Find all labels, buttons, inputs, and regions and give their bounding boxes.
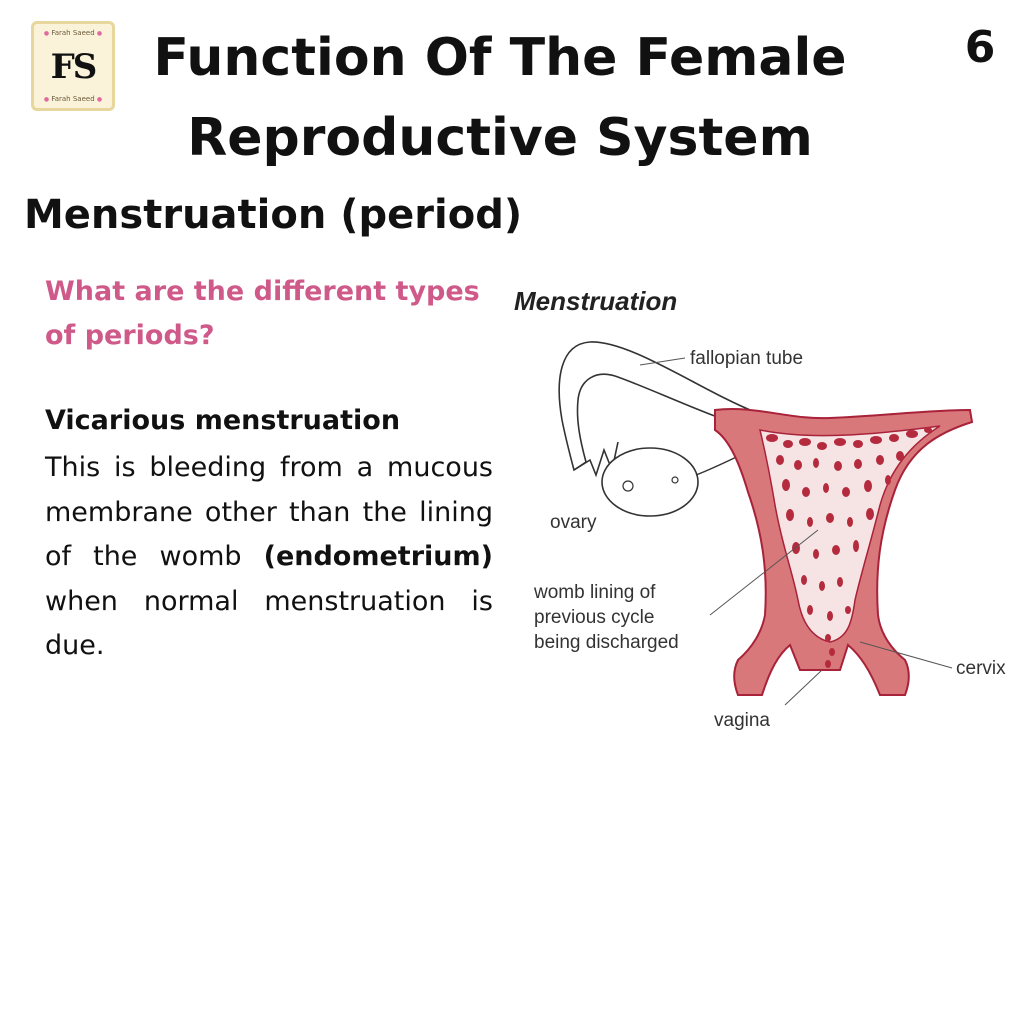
body-text-before: This is bleeding from a mucous membrane … — [45, 452, 493, 572]
uterine-cavity — [758, 425, 941, 643]
label-womb-lining-3: being discharged — [534, 632, 679, 653]
logo-monogram: FS — [50, 47, 98, 87]
cervix-leader — [859, 641, 953, 669]
ovary-follicle-small — [671, 476, 679, 484]
page-title-line2: Reproductive System — [187, 108, 813, 168]
subheading: Vicarious menstruation — [45, 405, 401, 436]
label-fallopian-tube: fallopian tube — [690, 348, 803, 369]
vagina-leader — [784, 669, 823, 706]
question-line1: What are the different types — [45, 276, 480, 307]
question-line2: of periods? — [45, 320, 215, 351]
ovary-shape — [601, 447, 699, 517]
page-title-line1: Function Of The Female — [153, 28, 847, 88]
body-text-after: when normal menstruation is due. — [45, 585, 493, 662]
logo-brand-bottom: ● Farah Saeed ● — [43, 95, 103, 103]
fallopian-tube-leader — [639, 357, 686, 366]
shedding-lining — [766, 427, 932, 668]
section-heading: Menstruation (period) — [24, 192, 523, 238]
body-bold-term: (endometrium) — [263, 541, 493, 572]
brand-logo: ● Farah Saeed ● FS ● Farah Saeed ● — [31, 21, 115, 111]
logo-brand-top: ● Farah Saeed ● — [43, 29, 103, 37]
label-womb-lining-2: previous cycle — [534, 607, 654, 628]
label-ovary: ovary — [550, 512, 597, 533]
body-paragraph: This is bleeding from a mucous membrane … — [45, 446, 493, 669]
page-number: 6 — [964, 22, 996, 73]
label-cervix: cervix — [956, 658, 1006, 679]
label-womb-lining-1: womb lining of — [533, 582, 656, 603]
question-heading: What are the different types of periods? — [45, 270, 500, 358]
ovary-follicle — [622, 480, 634, 492]
womb-lining-leader — [709, 529, 819, 616]
diagram-title: Menstruation — [514, 286, 677, 316]
menstruation-diagram: Menstruation fallopian tu — [514, 286, 1006, 731]
label-vagina: vagina — [714, 710, 770, 731]
page-title: Function Of The Female Reproductive Syst… — [130, 18, 870, 178]
